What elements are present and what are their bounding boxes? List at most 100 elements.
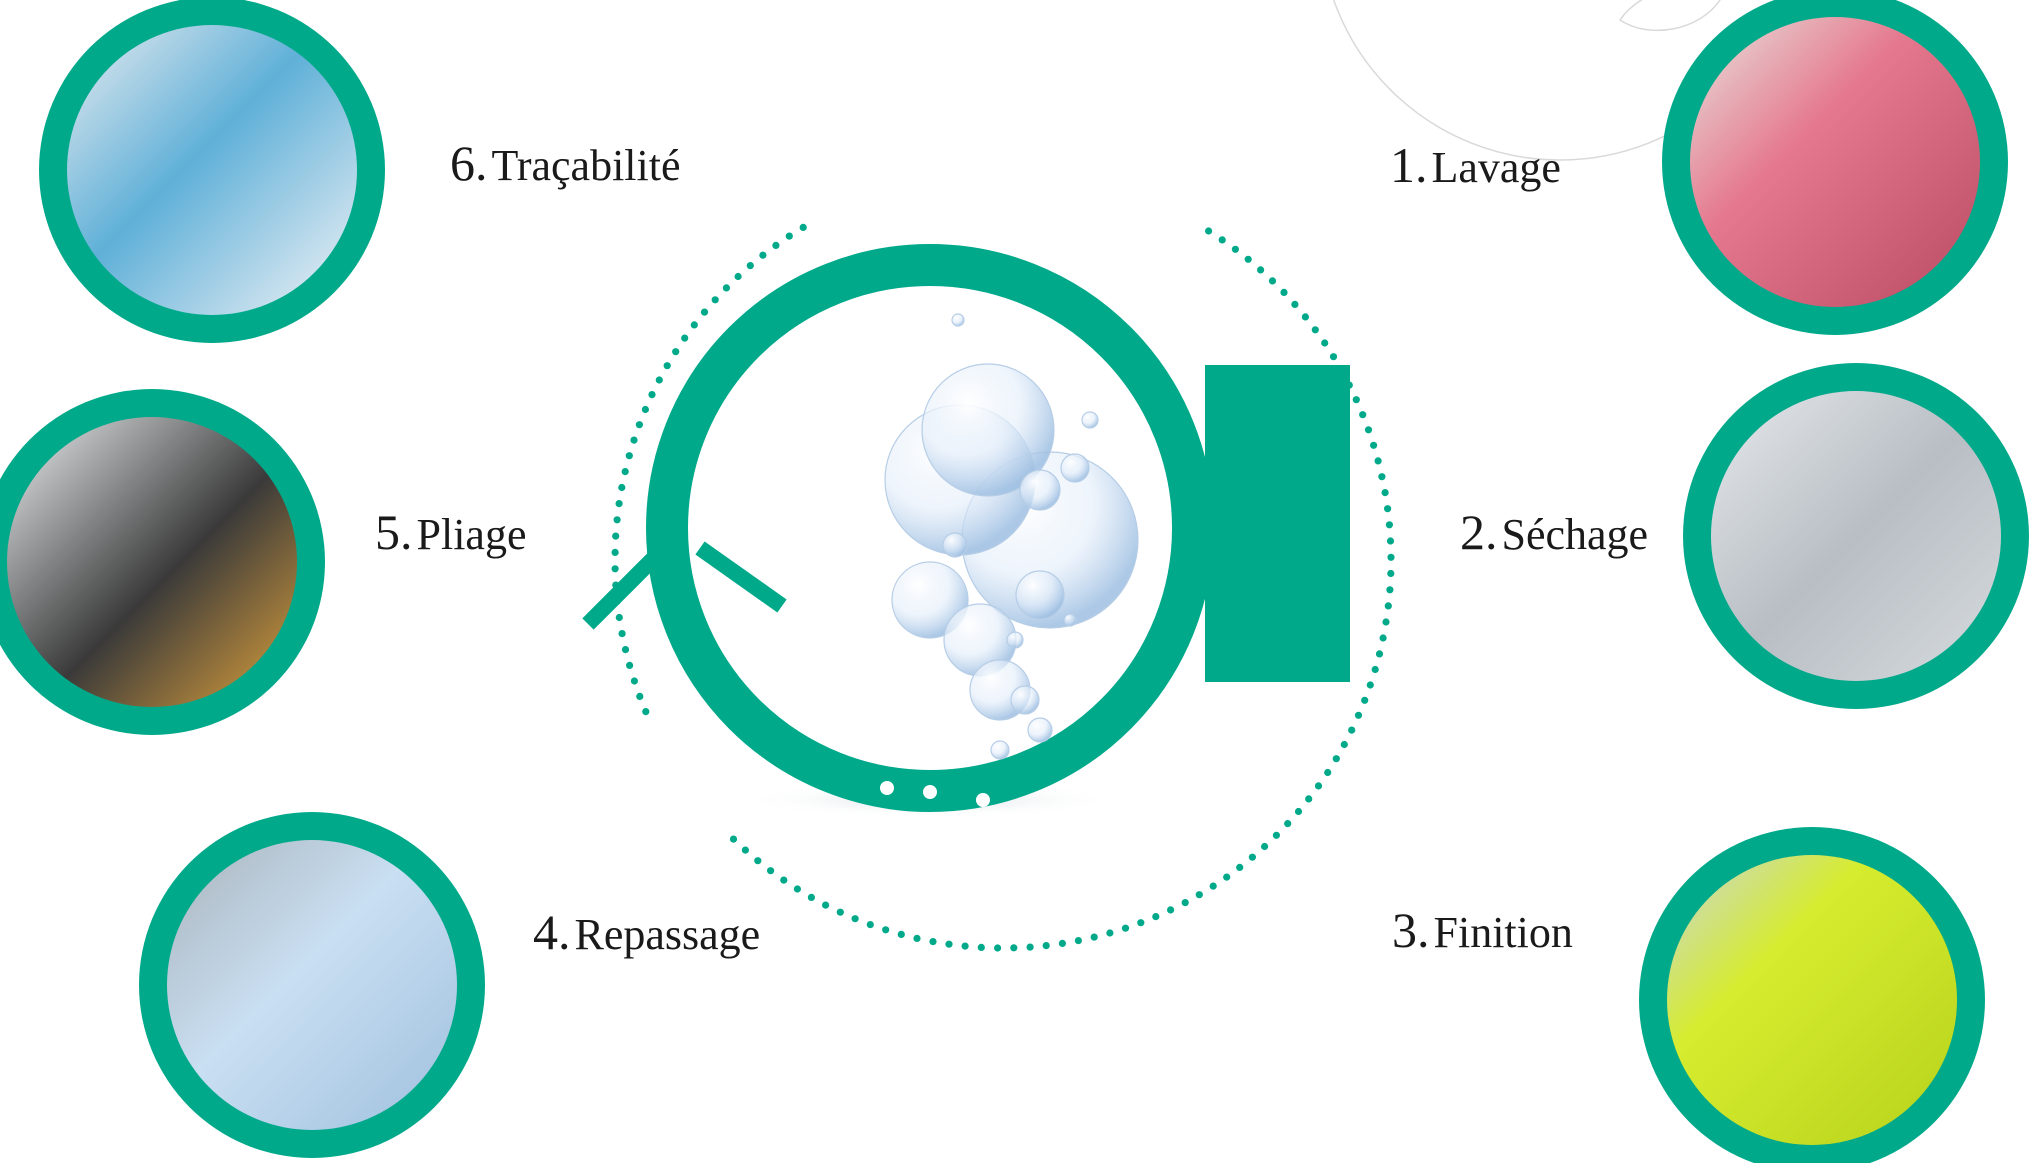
arc-dot	[1284, 820, 1292, 828]
step-photo-sechage	[1683, 363, 2029, 709]
arc-dot	[1042, 942, 1050, 950]
arc-dot	[994, 944, 1002, 952]
arc-dot	[1366, 681, 1374, 689]
arc-dot	[1257, 266, 1265, 274]
arc-dot	[807, 893, 816, 902]
arc-dot	[1379, 634, 1387, 642]
step-title: Séchage	[1501, 510, 1649, 559]
step-label-sechage: 2. Séchage	[1460, 507, 1648, 557]
arc-dot	[1209, 882, 1217, 890]
arc-dot	[866, 921, 874, 929]
arc-dot	[945, 940, 953, 948]
arc-dot	[1321, 339, 1329, 347]
arc-dot	[700, 308, 709, 316]
arc-dot	[767, 867, 775, 875]
arc-dot	[625, 452, 633, 460]
arc-dot	[1371, 665, 1379, 674]
step-number: 6.	[450, 135, 488, 191]
arc-dot	[690, 321, 698, 329]
step-number: 1.	[1390, 137, 1428, 193]
yellow-garments-on-hangers-photo	[1667, 855, 1957, 1145]
decorative-outline	[1333, 0, 1787, 161]
arc-dot	[681, 334, 689, 342]
arc-dot	[1324, 768, 1332, 777]
arc-dot	[1382, 618, 1390, 626]
arc-dot	[729, 835, 738, 843]
arc-dot	[722, 284, 731, 292]
arc-dot	[655, 376, 663, 384]
arc-dot	[630, 677, 639, 685]
arc-dot	[913, 934, 921, 943]
arc-dot	[1106, 929, 1114, 937]
arc-dot	[836, 908, 844, 916]
arc-dot	[618, 630, 626, 638]
arc-dot	[1381, 489, 1389, 497]
folded-light-blue-sheets-photo	[167, 840, 457, 1130]
arc-dot	[1137, 919, 1145, 927]
arc-dot	[1205, 227, 1213, 235]
arc-dot	[822, 901, 830, 909]
arc-dot	[626, 661, 634, 670]
arc-dot	[1301, 313, 1309, 321]
arc-dot	[759, 251, 767, 259]
arc-dot	[977, 943, 985, 952]
industrial-dryer-drum-photo	[1711, 391, 2001, 681]
arc-dot	[1332, 755, 1340, 763]
arc-dot	[635, 421, 644, 429]
arc-dot	[663, 362, 671, 370]
arc-dot	[1387, 569, 1395, 578]
step-label-tracabilite: 6. Traçabilité	[450, 138, 681, 188]
step-number: 2.	[1460, 504, 1498, 560]
arc-dot	[1236, 863, 1244, 872]
arc-dot	[1386, 586, 1394, 594]
arc-dot	[611, 565, 619, 573]
arc-dot	[1090, 933, 1098, 941]
arc-dot	[1311, 326, 1319, 334]
step-number: 3.	[1392, 902, 1430, 958]
arc-dot	[1387, 553, 1395, 561]
arc-dot	[1152, 913, 1160, 921]
arc-dot	[1291, 300, 1299, 308]
arc-dot	[734, 272, 742, 281]
step-label-pliage: 5. Pliage	[375, 507, 526, 557]
step-label-finition: 3. Finition	[1392, 905, 1573, 955]
step-photo-lavage	[1662, 0, 2008, 335]
step-photo-pliage	[0, 389, 325, 735]
arc-dot	[621, 468, 629, 476]
hands-folding-cloth-photo	[7, 417, 297, 707]
arc-dot	[772, 241, 780, 249]
arc-dot	[851, 915, 859, 923]
step-title: Traçabilité	[491, 141, 681, 190]
step-title: Pliage	[416, 510, 527, 559]
soap-bubbles-icon	[884, 313, 1139, 760]
arc-dot	[672, 348, 680, 356]
arc-dot	[929, 938, 937, 946]
arc-dot	[615, 500, 623, 508]
arc-dot	[648, 391, 656, 399]
barcode-scanner-on-linen-photo	[67, 25, 357, 315]
pink-laundry-in-wire-cart-photo	[1690, 17, 1980, 307]
step-number: 5.	[375, 504, 413, 560]
arc-dot	[1348, 726, 1356, 734]
arc-dot	[613, 516, 621, 524]
step-title: Lavage	[1431, 143, 1561, 192]
arc-dot	[1231, 245, 1239, 253]
arc-dot	[1378, 473, 1386, 481]
arc-dot	[1385, 521, 1393, 529]
step-title: Repassage	[574, 910, 761, 959]
arc-dot	[1026, 943, 1034, 951]
arc-dot	[1340, 740, 1348, 749]
step-photo-tracabilite	[39, 0, 385, 343]
arc-dot	[1384, 602, 1392, 610]
arc-dot	[1354, 711, 1363, 719]
arc-dot	[1375, 650, 1384, 658]
arc-dot	[1268, 277, 1277, 285]
arc-dot	[1218, 236, 1226, 244]
door-indicator-dots	[880, 781, 990, 807]
arc-dot	[1195, 891, 1203, 899]
arc-dot	[642, 708, 650, 716]
arc-dot	[1359, 411, 1367, 419]
arc-dot	[1272, 831, 1280, 839]
arc-dot	[1280, 288, 1288, 296]
